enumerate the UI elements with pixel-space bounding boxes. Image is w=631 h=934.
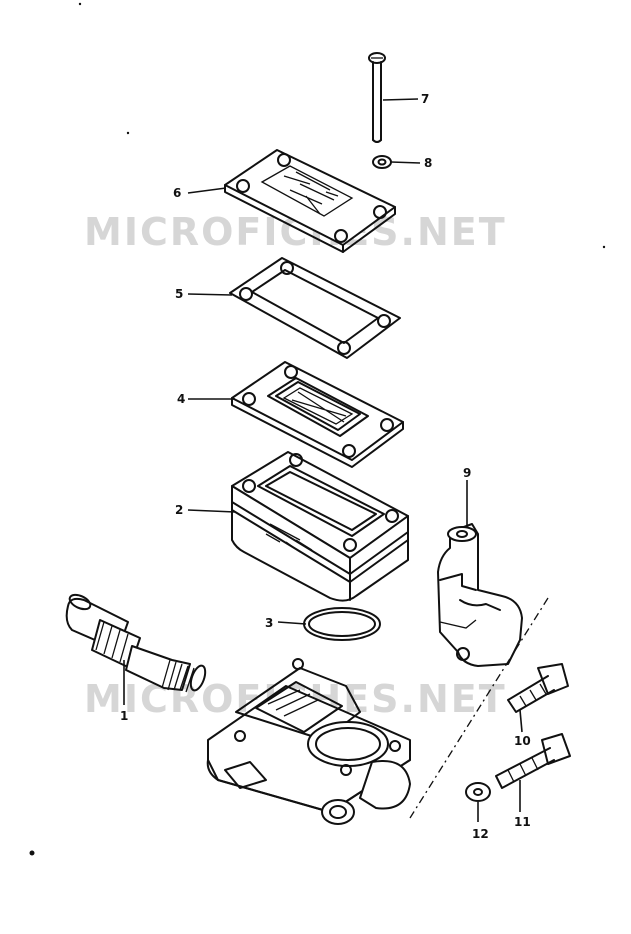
callout-3: 3 bbox=[265, 616, 273, 630]
leader-5 bbox=[187, 293, 233, 296]
reference-line bbox=[409, 597, 549, 819]
leader-7 bbox=[382, 98, 419, 101]
scan-speck bbox=[29, 850, 35, 856]
part-2-reservoir bbox=[231, 451, 409, 602]
scan-speck bbox=[78, 2, 82, 6]
scan-speck bbox=[126, 131, 130, 135]
callout-11: 11 bbox=[514, 815, 531, 829]
part-11-bolt bbox=[495, 733, 571, 789]
callout-2: 2 bbox=[175, 503, 183, 517]
leader-8 bbox=[390, 161, 421, 164]
leader-lines bbox=[123, 98, 523, 822]
callout-8: 8 bbox=[424, 156, 432, 170]
callout-9: 9 bbox=[463, 466, 471, 480]
part-12-washer bbox=[465, 782, 491, 802]
callout-5: 5 bbox=[175, 287, 183, 301]
leader-3 bbox=[277, 621, 307, 625]
part-4-diaphragm bbox=[231, 361, 404, 468]
part-6-cap bbox=[224, 149, 396, 253]
part-8-washer bbox=[372, 155, 392, 169]
callout-10: 10 bbox=[514, 734, 531, 748]
part-9-clamp bbox=[437, 523, 523, 667]
part-1-piston bbox=[65, 593, 207, 693]
leader-2 bbox=[187, 509, 236, 513]
leader-6 bbox=[187, 187, 227, 194]
leader-10 bbox=[519, 709, 523, 733]
master-cylinder-body bbox=[206, 658, 411, 825]
callout-12: 12 bbox=[472, 827, 489, 841]
part-3-o-ring bbox=[303, 607, 381, 641]
callout-4: 4 bbox=[177, 392, 185, 406]
part-5-gasket bbox=[229, 257, 401, 359]
callout-1: 1 bbox=[120, 709, 128, 723]
callout-7: 7 bbox=[421, 92, 429, 106]
callout-6: 6 bbox=[173, 186, 181, 200]
scan-speck bbox=[602, 245, 606, 249]
part-7-screw bbox=[368, 52, 386, 143]
part-10-bolt bbox=[507, 663, 569, 713]
